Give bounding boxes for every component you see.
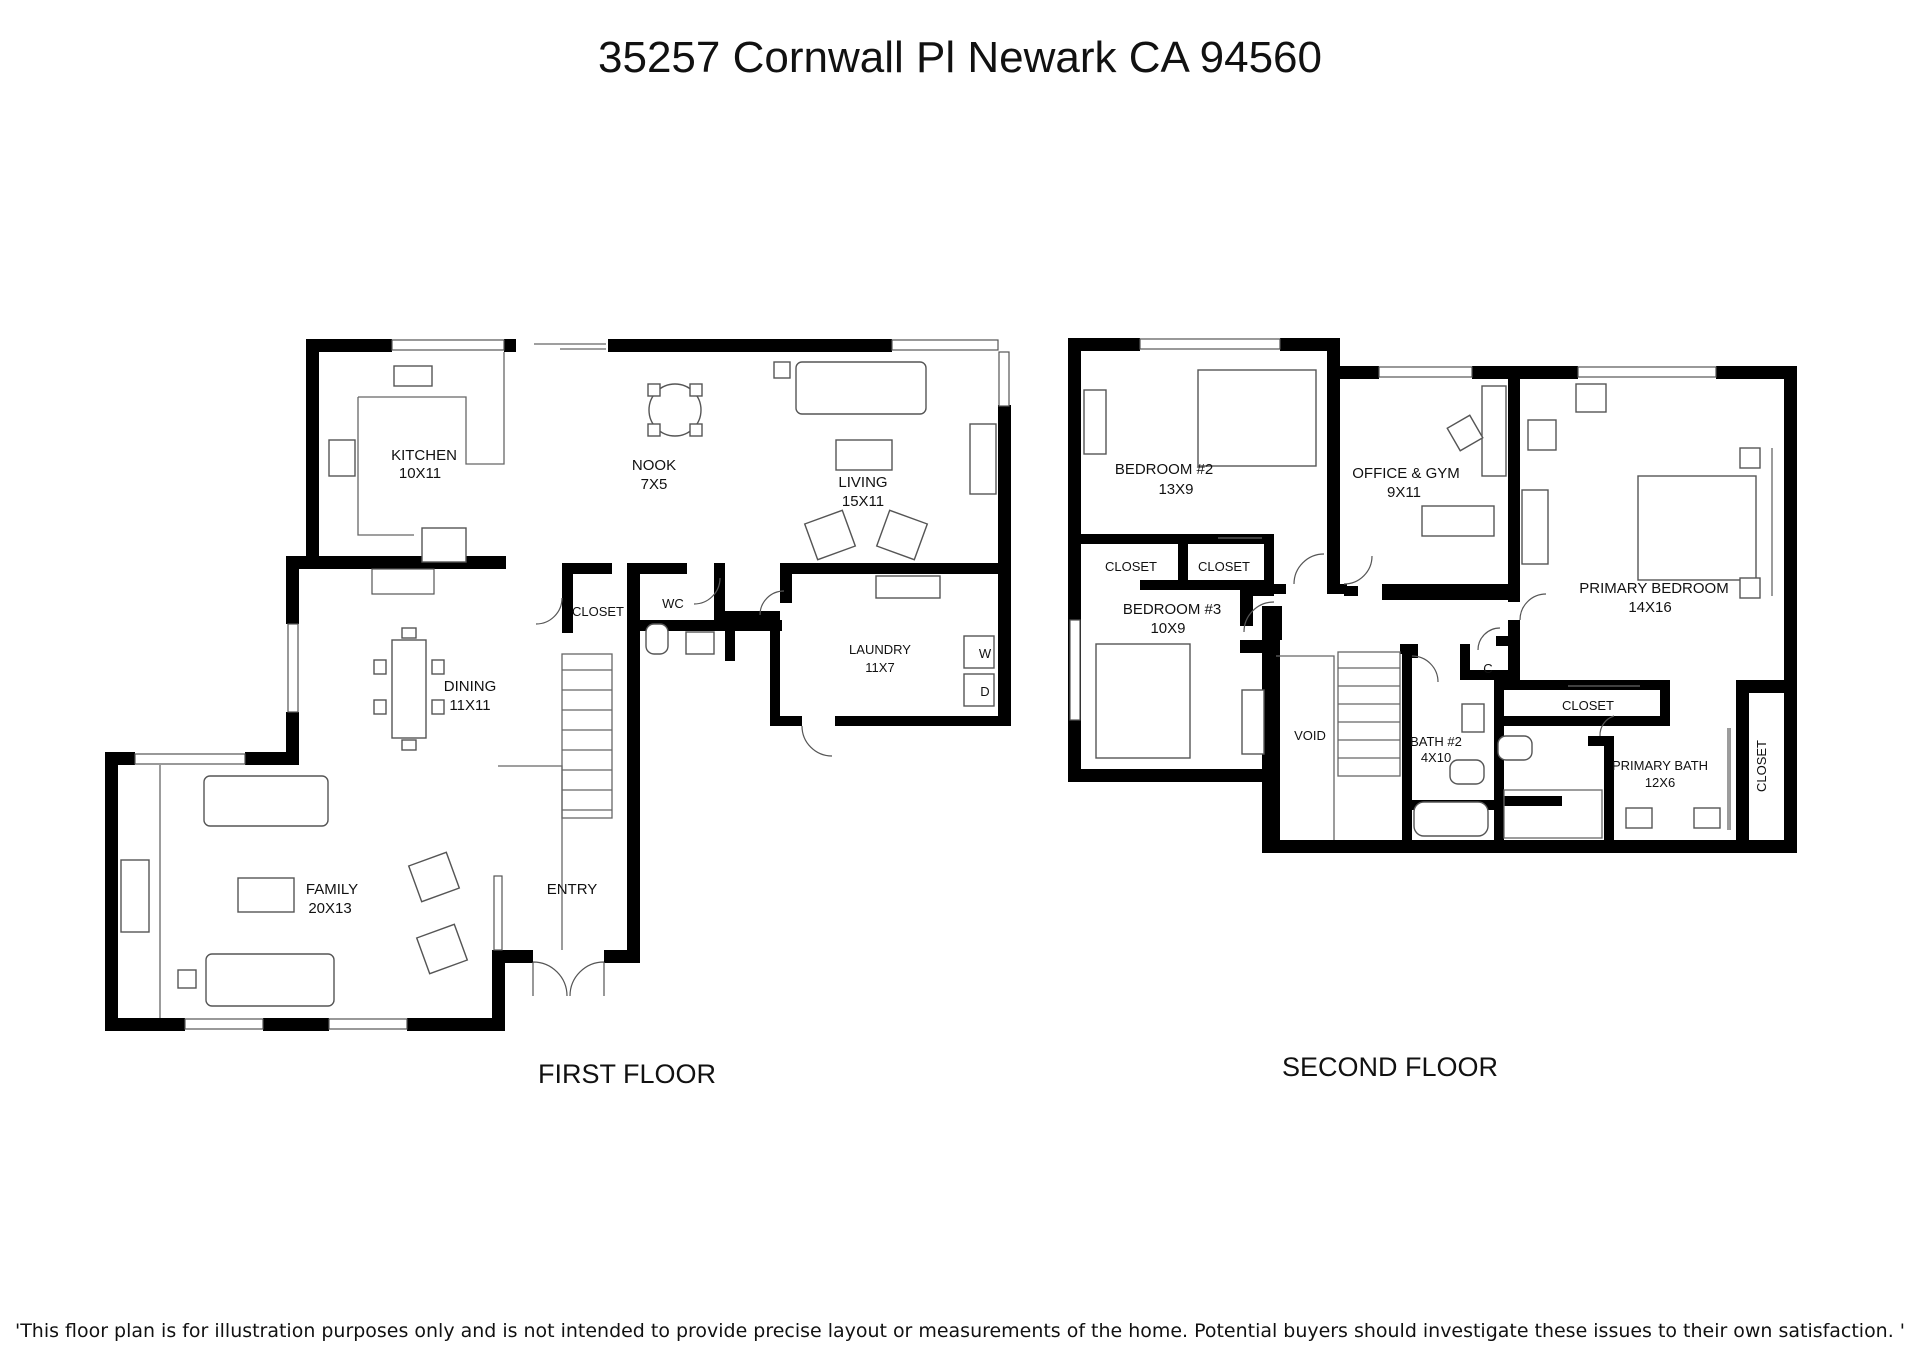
bed-icon <box>1637 475 1757 581</box>
page-title: 35257 Cornwall Pl Newark CA 94560 <box>598 33 1322 82</box>
room-name-office-gym: OFFICE & GYM <box>1352 465 1460 482</box>
room-dims-office-gym: 9X11 <box>1387 484 1421 501</box>
sink-icon <box>393 365 433 387</box>
sink-icon <box>685 631 715 655</box>
room-dims-primary-bath: 12X6 <box>1645 775 1675 790</box>
desk-icon <box>1481 385 1507 477</box>
dresser-icon <box>1241 689 1265 755</box>
sofa-icon <box>795 361 927 415</box>
shower-icon <box>1503 789 1603 839</box>
coffee-table-icon <box>835 439 893 471</box>
nook-table-icon <box>647 383 703 437</box>
room-name-c: C <box>1483 661 1492 676</box>
room-name-void: VOID <box>1294 728 1326 743</box>
disclaimer: 'This floor plan is for illustration pur… <box>15 1320 1905 1342</box>
dryer-mark: D <box>980 684 989 699</box>
room-name-living: LIVING <box>838 474 887 491</box>
armchair-icon <box>1575 383 1607 413</box>
sofa-icon <box>203 775 329 827</box>
sink-icon <box>1693 807 1721 829</box>
room-dims-family: 20X13 <box>308 900 351 917</box>
first-floor-doors <box>532 577 833 997</box>
first-floor-walls <box>105 339 1011 1031</box>
room-name-laundry: LAUNDRY <box>849 642 911 657</box>
first-floor-windows <box>134 339 1010 1030</box>
room-name-nook: NOOK <box>632 457 676 474</box>
floor-label-second: SECOND FLOOR <box>1282 1052 1498 1082</box>
room-name-bedroom-3: BEDROOM #3 <box>1123 601 1221 618</box>
bed-icon <box>1095 643 1191 759</box>
second-floor-windows <box>1069 338 1717 721</box>
first-floor-plan: W D KITCHEN 10X11 NOOK 7X5 LIVING 15X11 … <box>105 339 1011 1089</box>
dryer-icon <box>963 673 995 707</box>
room-name-closet-d: CLOSET <box>1754 740 1769 792</box>
room-dims-primary-bedroom: 14X16 <box>1628 599 1671 616</box>
washer-mark: W <box>979 646 992 661</box>
toilet-icon <box>1497 735 1533 761</box>
shelf-icon <box>875 575 941 599</box>
room-name-bath-2: BATH #2 <box>1410 734 1462 749</box>
first-floor-stairs <box>561 653 613 819</box>
toilet-icon <box>1449 759 1485 785</box>
office-chair-icon <box>1446 414 1484 452</box>
room-dims-nook: 7X5 <box>641 476 668 493</box>
room-dims-bedroom-3: 10X9 <box>1150 620 1185 637</box>
lamp-icon <box>773 361 791 379</box>
bathtub-icon <box>1413 801 1489 837</box>
room-name-entry: ENTRY <box>547 881 598 898</box>
sofa-icon <box>205 953 335 1007</box>
armchair-icon <box>803 509 857 561</box>
dining-table-icon <box>373 627 445 751</box>
floor-label-first: FIRST FLOOR <box>538 1059 716 1089</box>
toilet-icon <box>645 623 669 655</box>
armchair-icon <box>875 509 929 561</box>
room-dims-laundry: 11X7 <box>865 660 894 675</box>
room-name-closet: CLOSET <box>572 604 624 619</box>
sink-icon <box>1625 807 1653 829</box>
fireplace-icon <box>120 859 150 933</box>
room-dims-dining: 11X11 <box>449 697 490 714</box>
room-name-bedroom-2: BEDROOM #2 <box>1115 461 1213 478</box>
fridge-icon <box>421 527 467 563</box>
room-name-wc: WC <box>662 596 684 611</box>
washer-icon <box>963 635 995 669</box>
bed-icon <box>1197 369 1317 467</box>
nightstand-icon <box>1739 577 1761 599</box>
room-name-kitchen: KITCHEN <box>391 447 457 464</box>
second-floor-plan: BEDROOM #2 13X9 OFFICE & GYM 9X11 PRIMAR… <box>1068 338 1797 1082</box>
armchair-icon <box>1527 419 1557 451</box>
dresser-icon <box>1083 389 1107 455</box>
room-dims-bedroom-2: 13X9 <box>1158 481 1193 498</box>
armchair-icon <box>407 851 461 903</box>
room-name-closet-a: CLOSET <box>1105 559 1157 574</box>
room-name-primary-bedroom: PRIMARY BEDROOM <box>1579 580 1728 597</box>
second-floor-stairs <box>1337 651 1401 777</box>
armchair-icon <box>415 923 469 975</box>
fireplace-icon <box>969 423 997 495</box>
room-name-family: FAMILY <box>306 881 358 898</box>
coffee-table-icon <box>237 877 295 913</box>
stove-icon <box>328 439 356 477</box>
room-name-primary-bath: PRIMARY BATH <box>1612 758 1708 773</box>
room-name-closet-b: CLOSET <box>1198 559 1250 574</box>
room-dims-kitchen: 10X11 <box>399 465 441 482</box>
kitchen-counter <box>357 352 505 536</box>
lamp-icon <box>177 969 197 989</box>
second-floor-doors <box>1218 537 1640 737</box>
room-name-closet-c: CLOSET <box>1562 698 1614 713</box>
room-name-dining: DINING <box>444 678 497 695</box>
exercise-bike-icon <box>1421 505 1495 537</box>
sink-icon <box>1461 703 1485 733</box>
room-dims-bath-2: 4X10 <box>1421 750 1451 765</box>
nightstand-icon <box>1739 447 1761 469</box>
dresser-icon <box>1521 489 1549 565</box>
room-dims-living: 15X11 <box>842 493 884 510</box>
